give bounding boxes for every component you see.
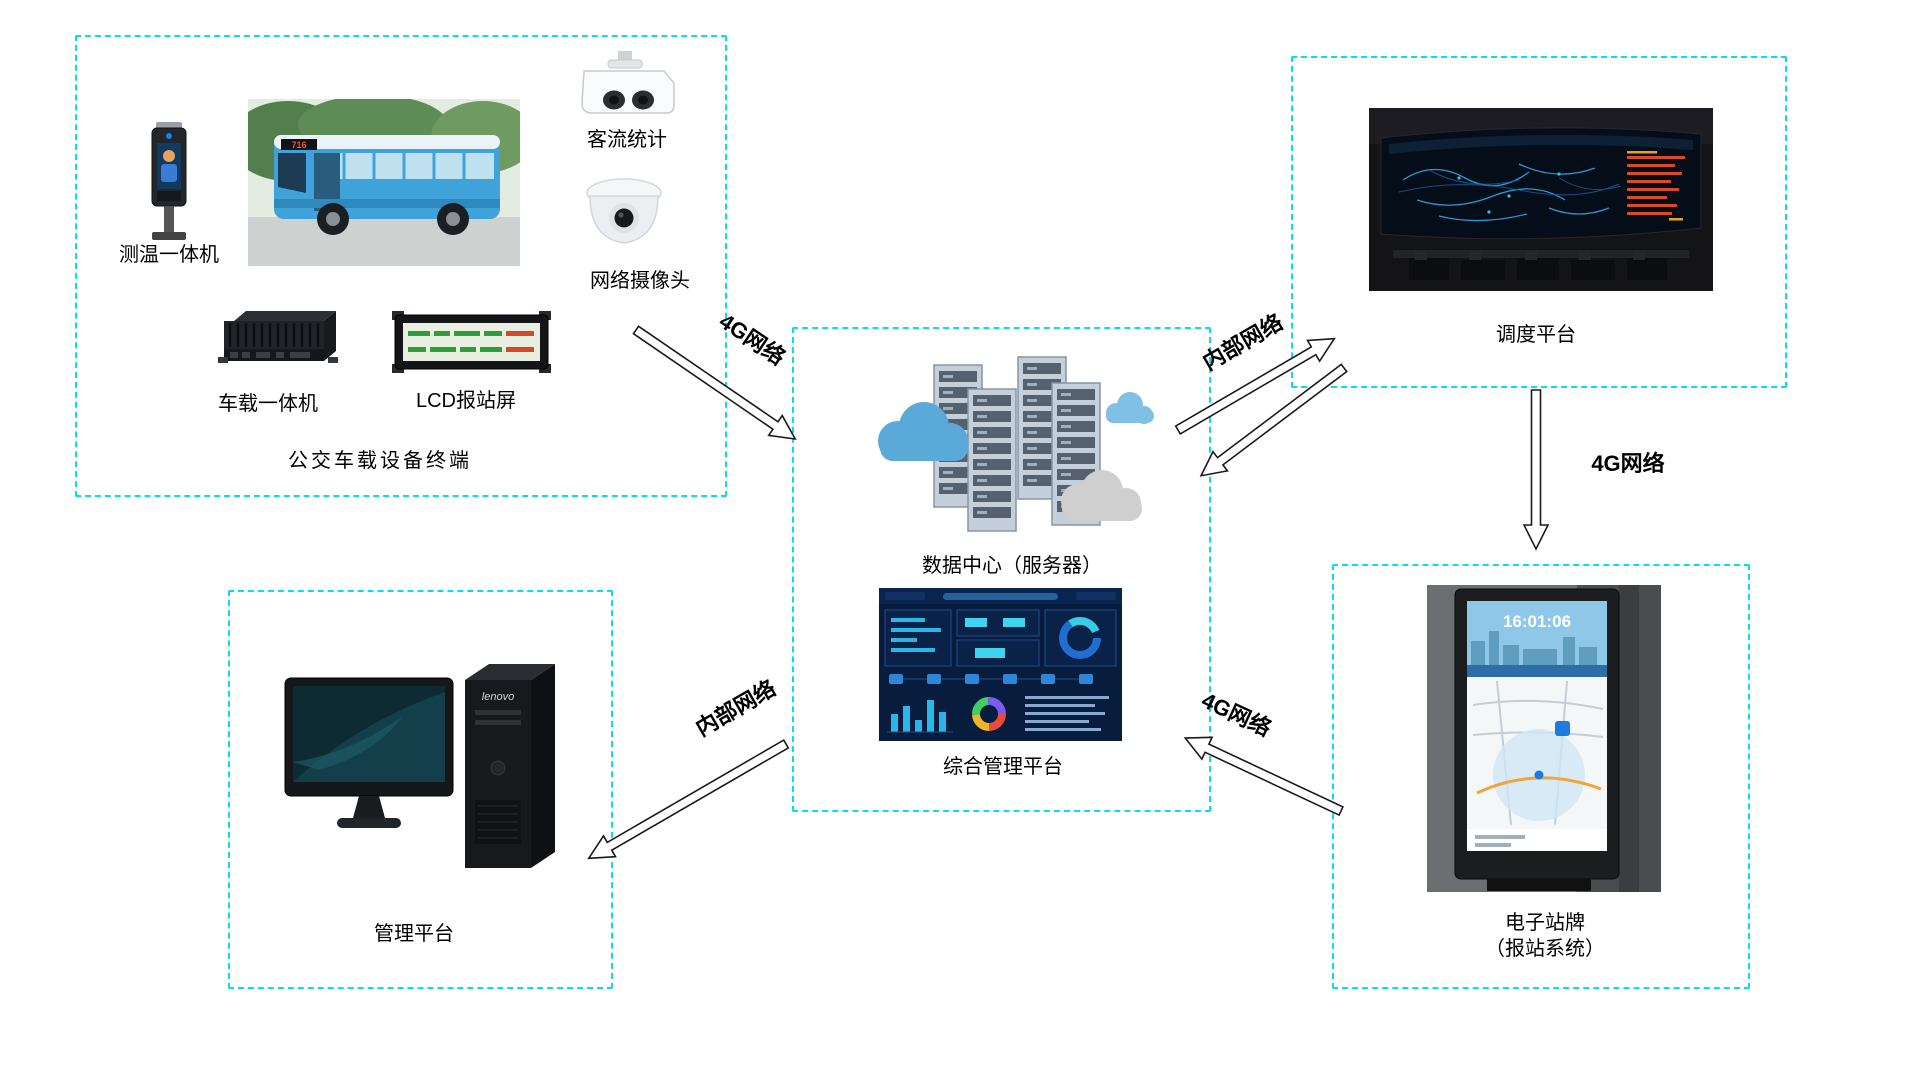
management-dashboard-image	[879, 588, 1122, 741]
temp-device-image	[130, 120, 205, 248]
group-dispatch-platform: 调度平台	[1291, 56, 1787, 388]
arrow-dispatch-to-sign	[1522, 389, 1550, 551]
label-4g-dispatch-to-sign: 4G网络	[1591, 451, 1665, 476]
group-station-sign: 16:01:06 电子站牌	[1332, 564, 1750, 989]
label-internal-network-management: 内部网络	[691, 675, 781, 742]
station-sign-label-line1: 电子站牌	[1505, 912, 1585, 934]
lcd-screen-label: LCD报站屏	[415, 390, 516, 412]
server-cluster-image	[850, 349, 1164, 541]
vehicle-unit-label: 车载一体机	[218, 393, 318, 415]
management-platform-caption: 管理平台	[374, 923, 454, 945]
computer-brand-text: lenovo	[482, 691, 514, 703]
group-bus-terminal: 测温一体机 716	[75, 35, 727, 497]
station-sign-label: 电子站牌 （报站系统）	[1445, 910, 1645, 962]
data-center-label: 数据中心（服务器）	[922, 555, 1102, 577]
desktop-computer-image: lenovo	[279, 650, 563, 897]
group-data-center: 数据中心（服务器）	[792, 327, 1211, 812]
station-sign-image: 16:01:06	[1427, 585, 1661, 892]
station-sign-clock: 16:01:06	[1503, 612, 1571, 631]
control-room-image	[1369, 108, 1713, 291]
dome-camera-image	[583, 174, 665, 259]
passenger-camera-label: 客流统计	[587, 129, 667, 151]
bus-terminal-group-label: 公交车载设备终端	[288, 450, 472, 472]
bus-image: 716	[248, 99, 520, 266]
dispatch-platform-label: 调度平台	[1496, 324, 1576, 346]
station-sign-label-line2: （报站系统）	[1485, 938, 1605, 960]
passenger-camera-image	[566, 49, 685, 127]
lcd-screen-image	[392, 305, 551, 379]
dome-camera-label: 网络摄像头	[590, 270, 690, 292]
bus-route-led: 716	[291, 140, 306, 150]
arrow-datacenter-to-management	[587, 739, 790, 860]
vehicle-unit-image	[216, 301, 341, 379]
group-management-platform: lenovo 管理平台	[228, 590, 613, 989]
temp-device-label: 测温一体机	[119, 244, 219, 266]
management-platform-label: 综合管理平台	[943, 756, 1063, 778]
